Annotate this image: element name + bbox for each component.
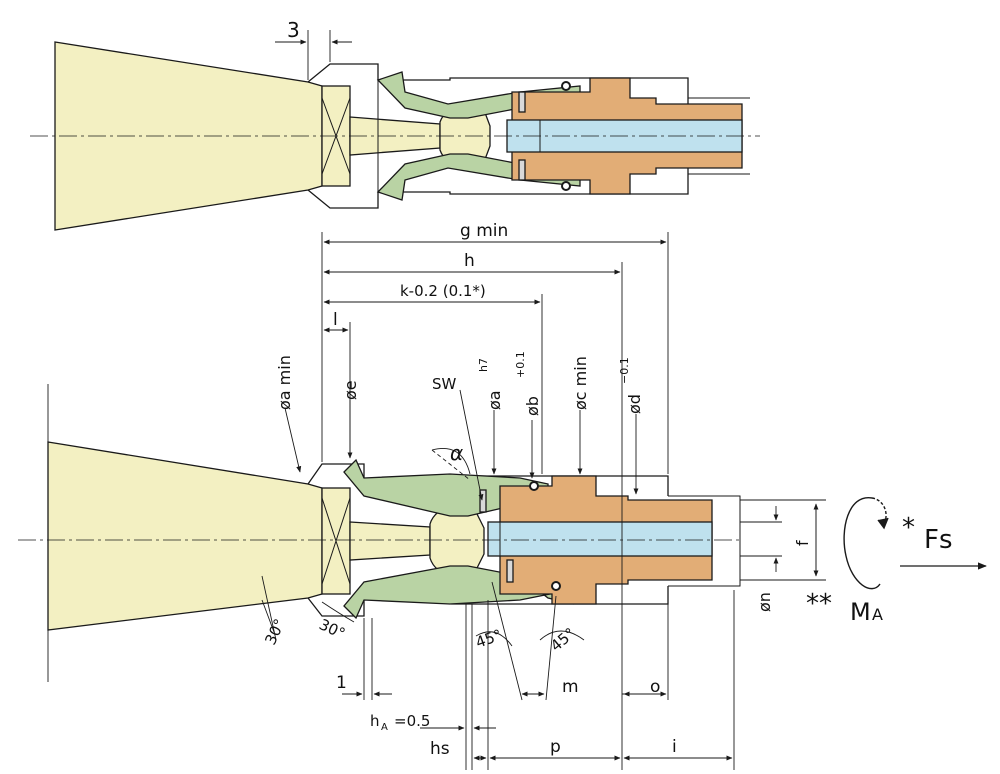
label-f: f (793, 540, 812, 546)
label-hs: hs (430, 739, 450, 759)
label-d-tol: −0.1 (618, 357, 631, 384)
label-star-ma: ** (806, 589, 832, 619)
label-k: k-0.2 (0.1*) (400, 282, 486, 300)
label-c-min: øc min (571, 356, 590, 410)
label-ha: h (370, 712, 380, 730)
main-neck (349, 521, 431, 561)
label-dim-1: 1 (336, 673, 347, 693)
label-a-min: øa min (275, 355, 294, 410)
label-i: i (672, 737, 677, 757)
label-g-min: g min (460, 221, 508, 241)
label-angle-45-left: 45° (473, 626, 504, 652)
label-angle-45-right: 45° (547, 624, 579, 655)
label-ha-sub: A (381, 722, 388, 733)
label-a: øa (485, 390, 504, 410)
label-fs: Fs (924, 525, 953, 555)
label-angle-30-left: 30° (261, 616, 289, 648)
main-view (18, 384, 741, 682)
label-b-tol: +0.1 (514, 351, 527, 378)
curved-arrow-icon (843, 497, 881, 590)
label-p: p (550, 737, 561, 757)
label-b: øb (523, 396, 542, 416)
label-sw: SW (432, 375, 457, 393)
label-h: h (464, 251, 475, 271)
label-a-tol: h7 (477, 358, 490, 372)
top-o-ring-upper (561, 81, 571, 91)
label-m: m (562, 677, 579, 697)
label-l: l (333, 310, 338, 330)
label-alpha: α (450, 441, 463, 465)
main-o-ring-lower (551, 581, 561, 591)
main-o-ring-upper (529, 481, 539, 491)
label-dim-3: 3 (287, 18, 300, 42)
label-angle-30-right: 30° (316, 615, 348, 643)
label-star-fs: * (902, 513, 915, 543)
main-bore (487, 521, 713, 557)
label-n: øn (755, 592, 774, 612)
top-o-ring-lower (561, 181, 571, 191)
label-ha-val: =0.5 (394, 712, 430, 730)
dimension-lines (261, 232, 826, 770)
top-pin-upper (518, 91, 526, 113)
label-o: o (650, 677, 660, 697)
torque-icon (843, 497, 889, 590)
main-pin-upper (479, 489, 487, 513)
label-e: øe (341, 380, 360, 400)
label-d: ød (625, 394, 644, 414)
main-pin-lower (506, 559, 514, 583)
top-pin-lower (518, 159, 526, 181)
main-tool-body (47, 441, 323, 631)
top-view (30, 30, 760, 231)
label-ma-sub: A (872, 605, 883, 624)
label-ma: M (850, 598, 871, 626)
